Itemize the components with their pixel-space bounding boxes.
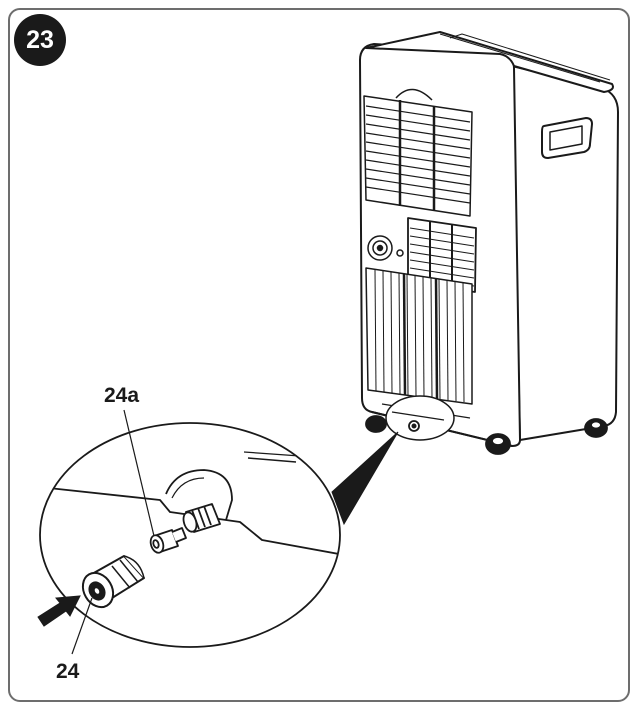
drain-spigot [182,503,221,533]
arrow-right-icon [37,595,81,627]
lower-grille-slots [374,269,465,403]
figure-frame [8,8,630,702]
callout-label-24a: 24a [104,384,140,407]
step-number-badge: 23 [14,14,66,66]
unit-top-surface [365,31,614,93]
drain-plug-24a [149,527,187,554]
caster-wheels [365,415,608,455]
leader-line-24a [123,409,155,537]
magnified-drain-detail [39,409,341,655]
filter-panel [407,217,477,293]
air-conditioner-unit [359,31,619,447]
drain-detail-marker [385,395,455,441]
zoom-wedge [331,431,399,526]
upper-vent-frame [363,95,473,217]
leader-line-24 [71,597,93,655]
upper-vent-louvres [365,100,471,211]
drain-cap-24 [81,555,145,609]
control-knob [367,235,404,261]
callout-label-24: 24 [56,660,80,683]
